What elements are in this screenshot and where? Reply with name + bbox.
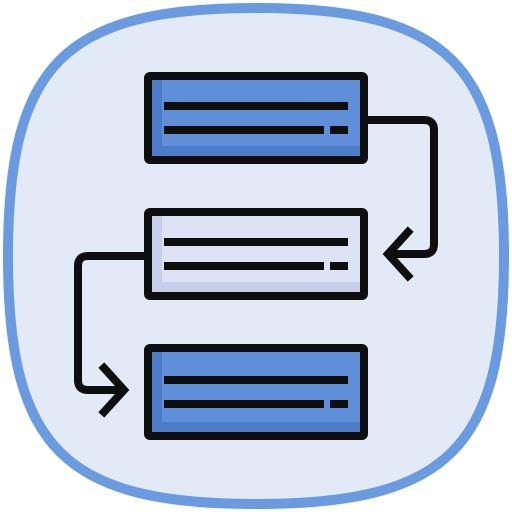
arrow-left-icon <box>382 226 414 282</box>
connector-middle-to-bottom <box>74 252 152 418</box>
middle-box <box>144 208 368 300</box>
connector-top-to-middle <box>360 116 438 282</box>
top-box <box>144 72 368 164</box>
arrow-right-icon <box>98 362 130 418</box>
bottom-box <box>144 344 368 440</box>
